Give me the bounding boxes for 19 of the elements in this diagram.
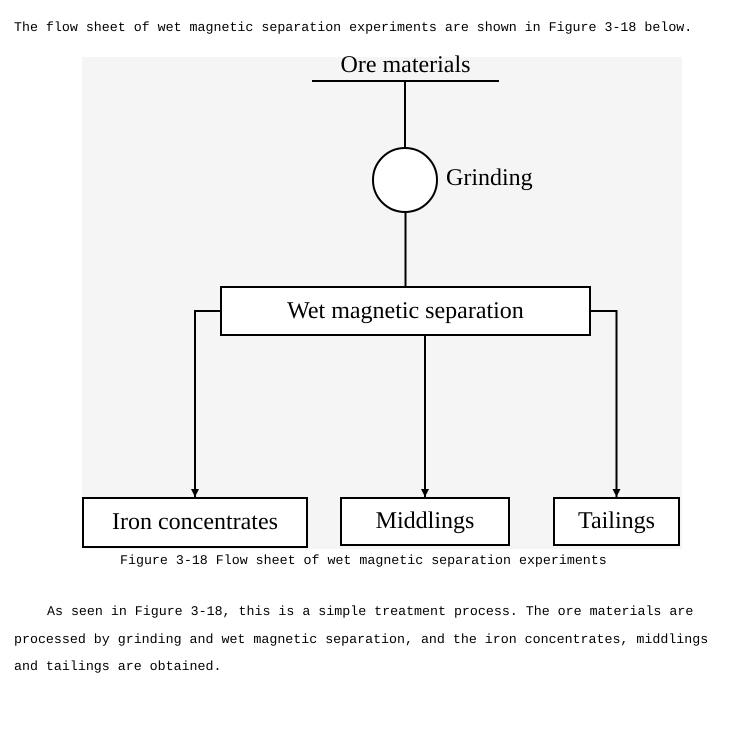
process-box bbox=[220, 286, 591, 336]
intro-sentence: The flow sheet of wet magnetic separation experiments are shown in Figure 3-18 below. bbox=[14, 20, 692, 35]
process-box bbox=[553, 497, 680, 546]
step-label: Grinding bbox=[446, 165, 533, 192]
connector-line bbox=[404, 82, 406, 147]
node-text: Wet magnetic separation bbox=[287, 298, 524, 324]
input-label bbox=[312, 52, 499, 82]
node-text: Ore materials bbox=[340, 52, 470, 79]
figure-caption: Figure 3-18 Flow sheet of wet magnetic separation experiments bbox=[120, 553, 607, 568]
node-text: Tailings bbox=[578, 508, 655, 535]
arrow bbox=[191, 310, 220, 497]
node-text: Middlings bbox=[376, 508, 474, 535]
process-box bbox=[340, 497, 510, 546]
process-box bbox=[82, 497, 308, 548]
arrow bbox=[421, 336, 429, 497]
node-text: Iron concentrates bbox=[112, 509, 278, 536]
arrow bbox=[591, 310, 620, 497]
connector-line bbox=[404, 213, 406, 286]
body-paragraph: As seen in Figure 3-18, this is a simple treatment process. The ore materials are processed by grinding and wet magnetic separation, and the iron concentrates, middlings and tailings are obtained. bbox=[14, 603, 710, 676]
